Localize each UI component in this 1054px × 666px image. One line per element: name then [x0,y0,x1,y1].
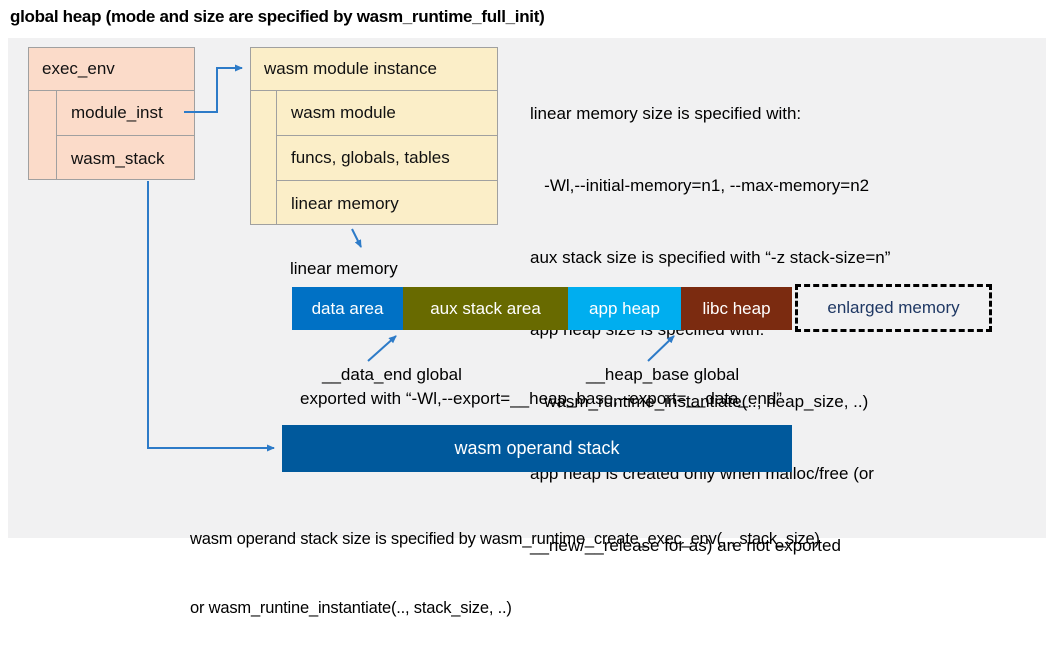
exec-env-row-module-inst: module_inst [57,91,194,136]
note-line: wasm_runtime_instantiate(.., heap_size, … [530,392,869,411]
annotation-exported-with: exported with “-Wl,--export=__heap_base,… [300,389,782,408]
exec-env-rows: module_inst wasm_stack [56,91,194,179]
row-wasm-module: wasm module [277,91,497,136]
module-instance-rows: wasm module funcs, globals, tables linea… [276,91,497,224]
row-funcs-globals-tables: funcs, globals, tables [277,136,497,181]
segment-aux-stack-area: aux stack area [403,287,568,330]
module-instance-header: wasm module instance [251,48,497,91]
annotation-heap-base-global: __heap_base global [586,365,740,384]
linear-memory-label: linear memory [290,259,398,278]
segment-libc-heap: libc heap [681,287,792,330]
operand-stack-bar: wasm operand stack [282,425,792,472]
note-line: aux stack size is specified with “-z sta… [530,248,891,267]
note-line: linear memory size is specified with: [530,104,802,123]
note-line: wasm operand stack size is specified by … [190,530,820,548]
row-linear-memory: linear memory [291,193,399,213]
exec-env-row-wasm-stack: wasm_stack [71,148,165,168]
diagram-canvas: global heap (mode and size are specified… [8,7,1046,617]
diagram-title: global heap (mode and size are specified… [10,7,545,26]
operand-stack-note: wasm operand stack size is specified by … [190,482,820,666]
note-line: -Wl,--initial-memory=n1, --max-memory=n2 [530,176,870,195]
note-line: or wasm_runtine_instantiate(.., stack_si… [190,599,512,617]
module-instance-box: wasm module instance wasm module funcs, … [250,47,498,225]
exec-env-header: exec_env [29,48,194,91]
annotation-data-end-global: __data_end global [322,365,462,384]
linear-memory-bar: data area aux stack area app heap libc h… [292,287,792,330]
segment-app-heap: app heap [568,287,681,330]
segment-enlarged-memory: enlarged memory [795,284,992,332]
segment-data-area: data area [292,287,403,330]
exec-env-box: exec_env module_inst wasm_stack [28,47,195,180]
